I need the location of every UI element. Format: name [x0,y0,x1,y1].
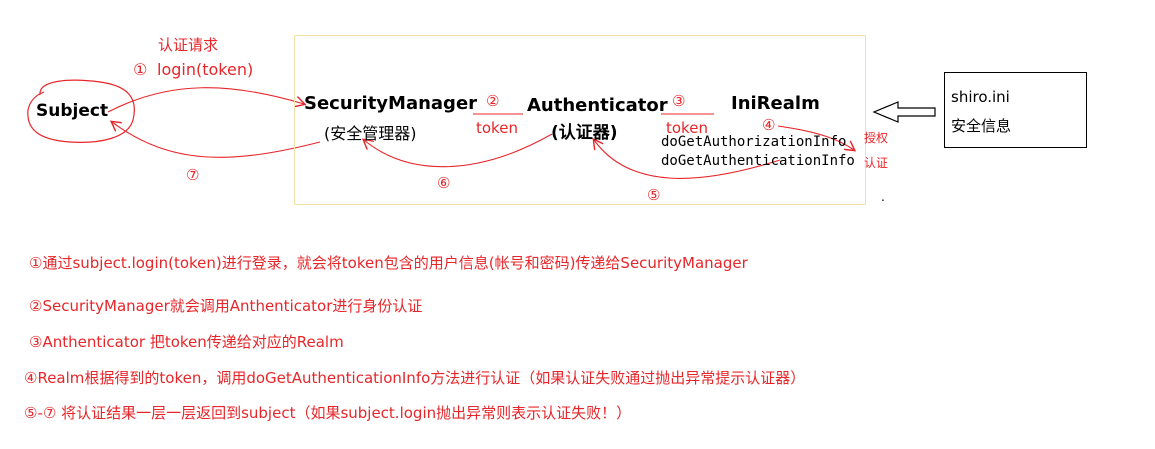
arrow-return-5 [594,140,781,179]
step-7: ⑦ [186,166,200,184]
method-authentication: doGetAuthenticationInfo [661,153,855,169]
authenticator-node: Authenticator [527,95,668,116]
label-authorization: 授权 [864,131,889,145]
method-authorization: doGetAuthorizationInfo [661,134,847,150]
authenticator-sub: (认证器) [551,123,618,143]
token-3: token [666,119,708,137]
step-1: ① [133,60,148,79]
request-label: 认证请求 [158,36,219,54]
security-manager-sub: (安全管理器) [324,124,417,143]
arrow-login [107,87,304,113]
token-2: token [476,119,518,137]
security-frame [294,35,866,205]
shiro-ini-box: shiro.ini 安全信息 [944,72,1087,148]
description-5: ⑤-⑦ 将认证结果一层一层返回到subject（如果subject.login抛… [24,404,632,422]
step-2: ② [486,92,500,110]
arrow-shiro-hollow [872,101,936,123]
arrow-return-7 [112,122,321,158]
security-manager-node: SecurityManager [304,93,478,114]
shiro-ini-label: shiro.ini [951,88,1010,106]
description-2: ②SecurityManager就会调用Anthenticator进行身份认证 [29,297,423,315]
login-call: login(token) [157,60,254,79]
subject-circle [27,79,135,143]
step-4: ④ [762,116,776,134]
shiro-ini-desc: 安全信息 [951,117,1012,135]
step-3: ③ [672,92,686,110]
arrow-realm-4 [777,125,854,150]
ini-realm-node: IniRealm [731,93,820,114]
description-3: ③Anthenticator 把token传递给对应的Realm [29,333,344,351]
step-5: ⑤ [647,186,661,204]
subject-node: Subject [36,101,109,121]
arrow-return-6 [364,133,553,168]
label-authentication: 认证 [864,156,889,170]
description-1: ①通过subject.login(token)进行登录，就会将token包含的用… [29,254,748,272]
stray-dot: . [881,190,885,204]
step-6: ⑥ [437,174,451,192]
description-4: ④Realm根据得到的token，调用doGetAuthenticationIn… [24,369,806,387]
